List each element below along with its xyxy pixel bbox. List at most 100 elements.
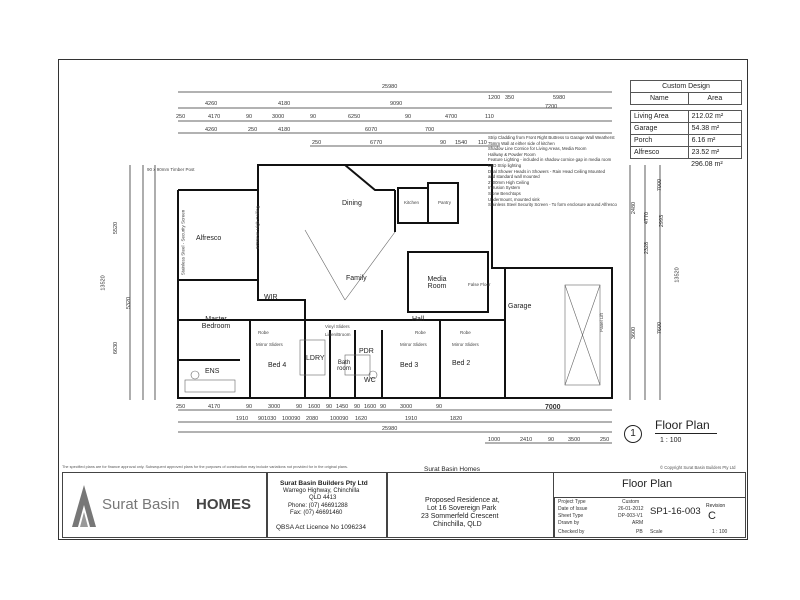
dimension-bottom-row2: 100090 [282,416,301,422]
room-master-bedroom: Master Bedroom [201,316,231,330]
vinyl-sliders-label: Vinyl Sliders [325,324,350,329]
dimension-top-row2: 4700 [445,114,458,120]
dimension-bottom-row2: 2080 [306,416,319,422]
dimension-top-row4: 6770 [370,140,383,146]
project-line-2: Lot 16 Sovereign Park [427,505,497,512]
dimension-bottom-row1: 90 [246,404,253,410]
logo-text-2: HOMES [196,496,252,513]
note-item: Stone Benchtops [488,190,521,196]
field-value: ARM [632,520,644,526]
dimension-top-row3: 6070 [365,127,378,133]
room-media: Media Room [427,276,447,290]
company-licence: QBSA Act Licence No 1096234 [276,524,366,531]
dimension-bottom-row1: 90 [296,404,303,410]
dimension-top-row3: 4180 [278,127,291,133]
view-number-circle: 1 [624,425,642,443]
dimension-top-row2: 250 [176,114,186,120]
logo-cell [62,472,267,538]
area-row-value: 23.52 m² [687,146,743,159]
dimension-bottom-row1: 90 [326,404,333,410]
linen-label: Linen/Broom [325,332,351,337]
note-item: Intrusion System [488,185,521,191]
dimension-top-row1: 5980 [553,95,566,101]
room-hall: Hall [412,316,425,323]
field-value: Custom [622,499,640,505]
room-bed4: Bed 4 [268,362,287,369]
room-wc: WC [364,377,376,384]
dimension-bottom-row1: 3000 [268,404,281,410]
dimension-bottom-row2: 100090 [330,416,349,422]
area-row-value: 54.38 m² [687,122,743,135]
field-label: Project Type [558,499,586,505]
dimension-top-row4: 250 [312,140,322,146]
field-label: Checked by [558,529,585,535]
dimension-top-row1: 4260 [205,101,218,107]
room-pdr: PDR [359,348,374,355]
company-address-1: Warrego Highway, Chinchilla [283,488,360,494]
revision-value: C [708,510,716,522]
note-item: Stainless Steel Security Screen - To for… [488,202,617,208]
dimension-bottom-row3: 1000 [488,437,501,443]
field-value: 26-01-2012 [618,506,644,512]
dimension-top-row4: 1540 [455,140,468,146]
dimension-bottom-row1: 1600 [364,404,377,410]
false-floor-label: False Floor [468,282,491,287]
dimension-top-row1: 9090 [390,101,403,107]
field-label: Drawn by [558,520,580,526]
logo-text-1: Surat Basin [102,496,180,513]
room-dining: Dining [342,200,362,207]
dimension-top-row2: 4170 [208,114,221,120]
note-item: 2700mm High Ceiling [488,179,530,185]
room-wir: WIR [264,294,278,301]
company-cell [267,472,387,538]
dimension-bottom-row3: 250 [600,437,610,443]
note-item: LED Strip lighting [488,162,522,168]
company-fax: Fax: (07) 46691460 [290,510,343,516]
dimension-bottom-row1: 3000 [400,404,413,410]
area-total: 296.08 m² [691,161,723,168]
dimension-top-row1: 350 [505,95,515,101]
dimension-bottom-row2: 1910 [236,416,249,422]
note-item: and standard wall mounted [488,174,540,180]
disclaimer-text: The specified plans are for finance appr… [62,465,348,469]
area-schedule-table: Custom Design Name Area Living Area 212.… [630,80,743,170]
robe-label: Robe [258,330,269,335]
scale-value: 1 : 100 [712,529,728,535]
room-garage: Garage [508,303,532,310]
room-ens: ENS [205,368,220,375]
dimension-bottom-row1: 250 [176,404,186,410]
room-family: Family [346,275,367,282]
area-row: Alfresco 23.52 m² [630,146,743,159]
note-item: Shadow Line Cornice for Living Areas, Me… [488,146,587,152]
robe-label: Robe [415,330,426,335]
mirror-sliders-label: Mirror Sliders [452,342,479,347]
dimension-bottom-row3: 2410 [520,437,533,443]
dimension-bottom-row2: 1910 [405,416,418,422]
dimension-top-row1: 4180 [278,101,291,107]
room-bathroom: Bath room [337,360,351,372]
company-address-2: QLD 4413 [309,495,337,501]
robe-label: Robe [460,330,471,335]
view-title: Floor Plan [655,418,710,432]
dimension-top-row2: 6250 [348,114,361,120]
mirror-sliders-label: Mirror Sliders [400,342,427,347]
dimension-top-row2: 90 [246,114,253,120]
dimension-bottom-row1: 1600 [308,404,321,410]
mirror-sliders-label: Mirror Sliders [256,342,283,347]
dimension-bottom-row2: 901030 [258,416,277,422]
project-line-3: 23 Sommerfeld Crescent [421,513,499,520]
project-cell [387,472,554,538]
area-row: Garage 54.38 m² [630,122,743,135]
dimension-bottom-row3: 90 [548,437,555,443]
dimension-top-row2: 90 [405,114,412,120]
project-line-4: Chinchilla, QLD [433,521,482,528]
note-item: Dual Shower Heads in Showers - Rain Head… [488,168,606,174]
project-line-1: Proposed Residence at, [425,497,500,504]
room-bed2: Bed 2 [452,360,471,367]
room-kitchen: Kitchen [404,200,420,205]
room-bed3: Bed 3 [400,362,419,369]
note-item: Hallway & Powder Room [488,151,536,157]
note-item: Undermount, mounted sink [488,196,540,202]
dimension-top-row2: 110 [485,114,494,120]
dimension-bottom-row1: 4170 [208,404,221,410]
